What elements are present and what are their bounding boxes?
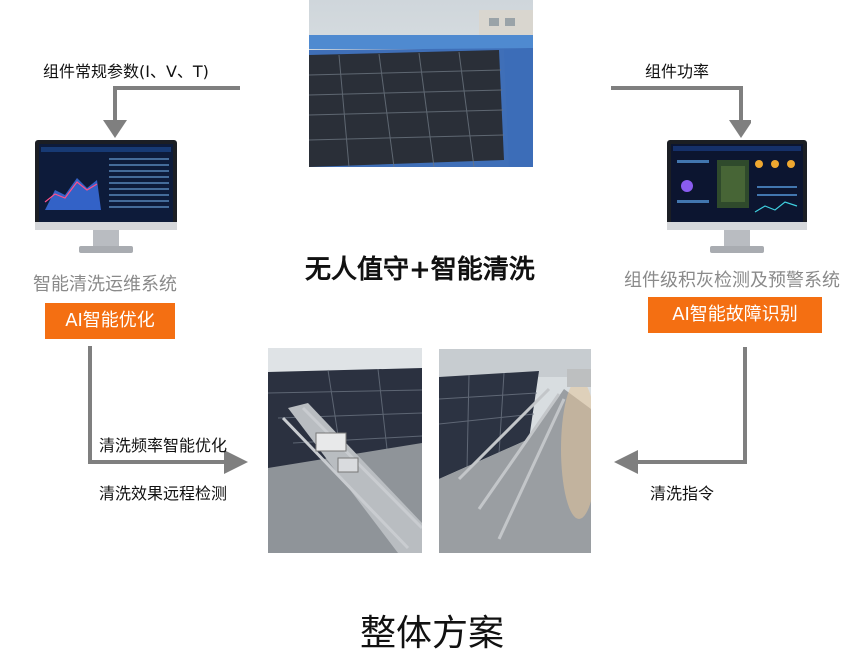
right-monitor	[667, 140, 807, 258]
top-left-arrow	[103, 86, 240, 138]
overall-solution-title: 整体方案	[360, 613, 505, 654]
right-arrow-label-command: 清洗指令	[650, 484, 715, 503]
left-flow-arrow	[88, 346, 248, 474]
cleaning-robot-photo-1	[268, 348, 422, 553]
solar-roof-photo	[309, 0, 533, 167]
left-system-name: 智能清洗运维系统	[33, 274, 177, 295]
center-title: 无人值守+智能清洗	[305, 255, 535, 285]
right-flow-arrow	[614, 347, 747, 474]
cleaning-robot-photo-2	[439, 349, 591, 553]
left-monitor	[35, 140, 177, 258]
left-arrow-label-frequency: 清洗频率智能优化	[99, 436, 228, 455]
top-right-arrow	[611, 86, 751, 138]
right-system-name: 组件级积灰检测及预警系统	[624, 270, 840, 291]
left-arrow-label-effect: 清洗效果远程检测	[99, 484, 228, 503]
top-left-label: 组件常规参数(I、V、T)	[43, 62, 209, 81]
left-badge-ai-optimization: AI智能优化	[45, 303, 175, 339]
right-badge-ai-fault-recognition: AI智能故障识别	[648, 297, 822, 333]
top-right-label: 组件功率	[645, 62, 710, 81]
